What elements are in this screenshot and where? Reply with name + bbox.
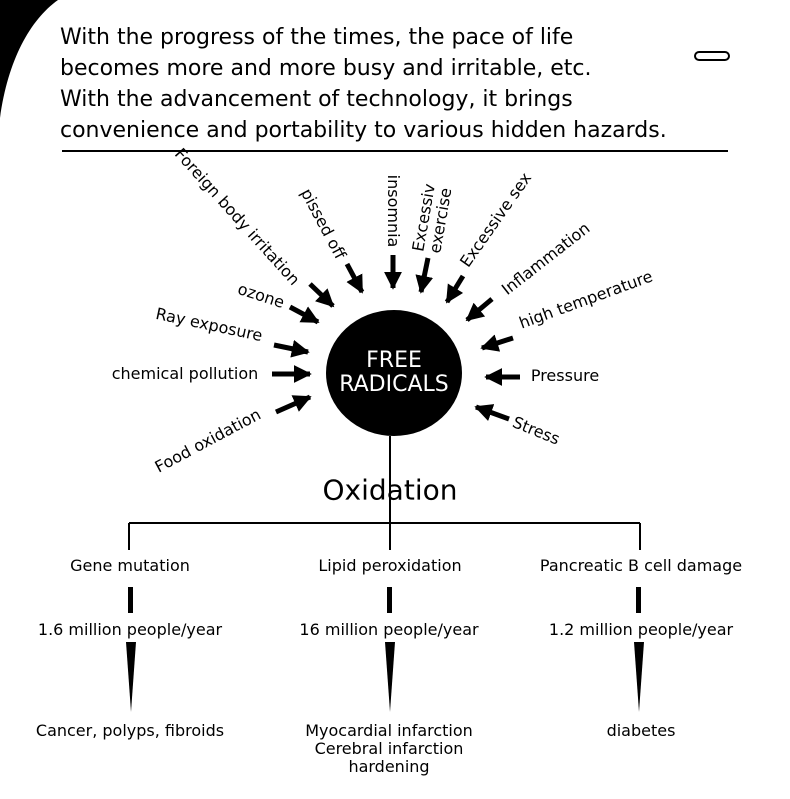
divider — [62, 150, 728, 152]
outcome-line: hardening — [348, 757, 430, 776]
outcome-cancer: Cancer, polyps, fibroids — [35, 721, 225, 740]
arrow-foreign-body — [308, 282, 335, 308]
intro-line: With the progress of the times, the pace… — [60, 25, 574, 50]
count-pancreatic-damage: 1.2 million people/year — [548, 620, 734, 639]
connector-bar — [128, 587, 133, 613]
count-lipid-peroxidation: 16 million people/year — [299, 620, 479, 639]
outcome-diabetes: diabetes — [606, 721, 676, 740]
effect-lipid-peroxidation: Lipid peroxidation — [318, 556, 462, 575]
intro-line: becomes more and more busy and irritable… — [60, 56, 592, 81]
arrow-sex — [444, 274, 466, 304]
intro-text: With the progress of the times, the pace… — [60, 22, 700, 146]
connector-bar — [387, 587, 392, 613]
intro-line: With the advancement of technology, it b… — [60, 87, 573, 112]
pill-icon — [694, 51, 730, 61]
effect-pancreatic-damage: Pancreatic B cell damage — [539, 556, 743, 575]
effect-gene-mutation: Gene mutation — [70, 556, 190, 575]
arrow-pissed-off — [344, 262, 365, 294]
outcome-line: Cerebral infarction — [314, 739, 464, 758]
arrow-stress — [474, 404, 510, 422]
cause-insomnia: insomnia — [384, 174, 403, 248]
connector-bar — [636, 587, 641, 613]
spike-arrow — [634, 642, 644, 712]
cause-pressure: Pressure — [530, 366, 600, 385]
oxidation-label: Oxidation — [322, 473, 458, 507]
spike-arrow — [385, 642, 395, 712]
outcome-cardio: Myocardial infarction Cerebral infarctio… — [305, 722, 473, 776]
arrow-food — [274, 394, 312, 415]
cause-chemical-pollution: chemical pollution — [111, 364, 259, 383]
arrow-high-temp — [480, 334, 514, 352]
arrow-inflammation — [465, 297, 494, 322]
corner-decoration — [0, 0, 58, 118]
count-gene-mutation: 1.6 million people/year — [37, 620, 223, 639]
arrow-ray — [273, 339, 310, 358]
core-label: RADICALS — [339, 372, 449, 397]
spike-arrow — [126, 642, 136, 712]
arrow-exercise — [415, 257, 434, 294]
intro-line: convenience and portability to various h… — [60, 118, 667, 143]
free-radicals-circle: FREE RADICALS — [326, 310, 462, 436]
outcome-line: Myocardial infarction — [305, 721, 473, 740]
core-label: FREE — [366, 348, 422, 373]
arrow-ozone — [288, 304, 320, 325]
